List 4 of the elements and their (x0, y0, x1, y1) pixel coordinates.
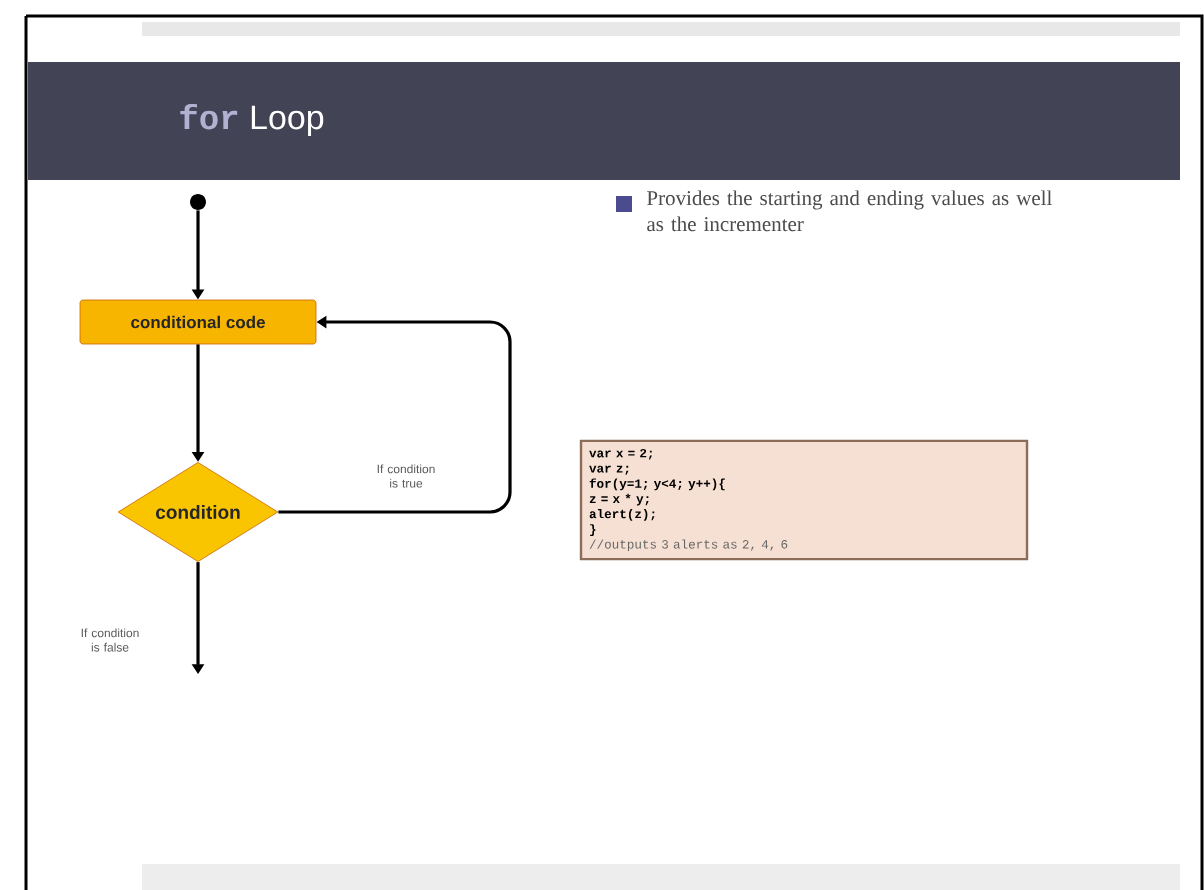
slide-title: for Loop (180, 103, 324, 137)
start-dot (190, 194, 206, 210)
bullet-text: Provides the starting and ending values as well as the incrementer (647, 190, 1052, 232)
process-box: conditional code (79, 299, 317, 345)
